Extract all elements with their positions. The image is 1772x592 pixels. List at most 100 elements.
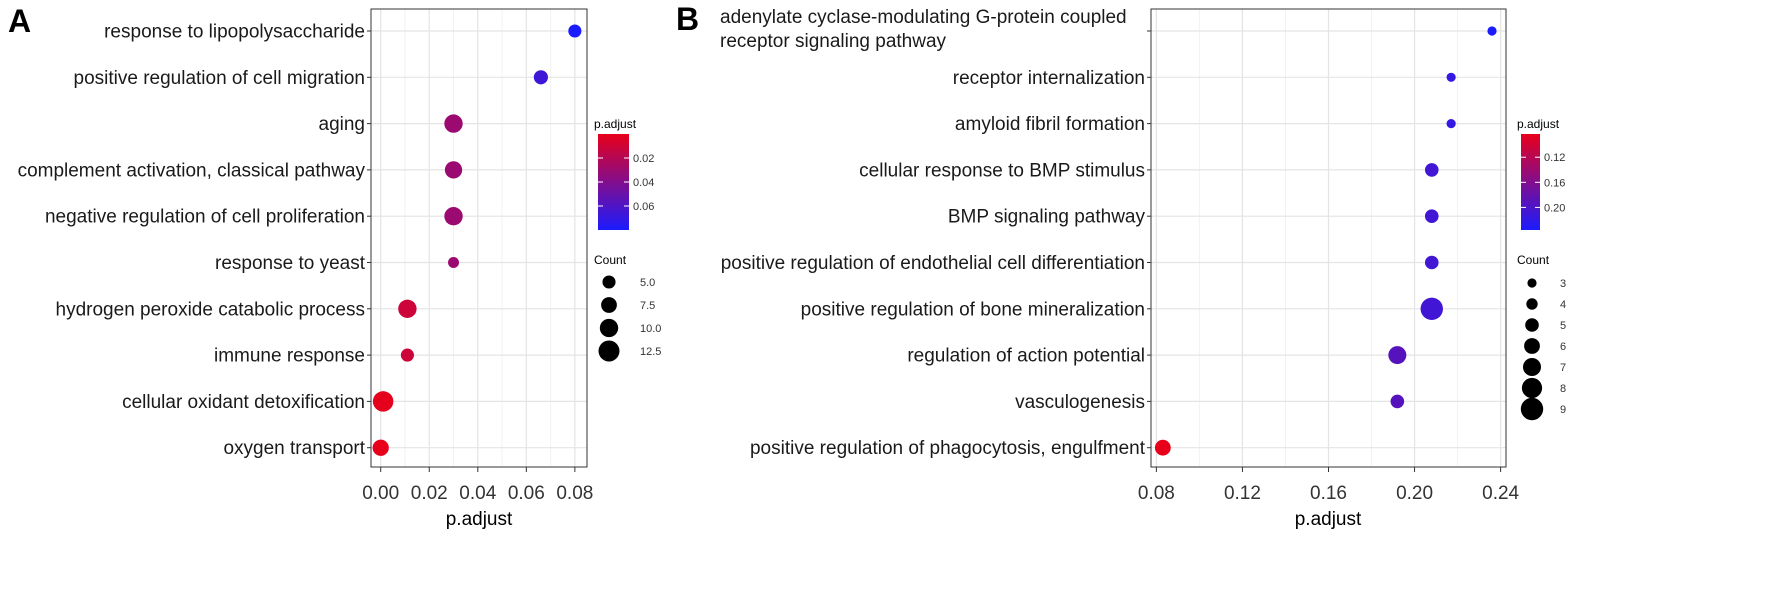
panel-b-category-labels: adenylate cyclase-modulating G-protein c…	[720, 7, 1151, 459]
category-label: receptor internalization	[953, 68, 1145, 89]
x-tick-label: 0.00	[362, 483, 399, 504]
panel-b: B adenylate cyclase-modulating G-protein…	[676, 1, 1566, 530]
panel-a-points	[372, 24, 582, 456]
data-point	[444, 161, 463, 179]
panel-b-color-legend-title: p.adjust	[1517, 117, 1560, 131]
data-point	[400, 348, 414, 362]
category-label: BMP signaling pathway	[948, 207, 1146, 228]
color-legend-label: 0.04	[633, 177, 654, 189]
size-legend-label: 6	[1560, 341, 1566, 353]
data-point	[444, 114, 463, 133]
category-label: aging	[319, 114, 366, 135]
data-point	[398, 299, 417, 318]
size-legend-key	[599, 318, 619, 338]
x-tick-label: 0.06	[508, 483, 545, 504]
color-legend-label: 0.06	[633, 201, 654, 213]
x-tick-label: 0.04	[459, 483, 496, 504]
panel-a-grid	[371, 9, 587, 467]
category-label: oxygen transport	[223, 438, 365, 459]
data-point	[1424, 209, 1439, 223]
size-legend-key	[602, 275, 616, 289]
data-point	[568, 24, 582, 38]
size-legend-key	[598, 340, 620, 362]
panel-a-size-legend-title: Count	[594, 253, 627, 267]
color-legend-label: 0.16	[1544, 177, 1565, 189]
size-legend-label: 12.5	[640, 346, 661, 358]
panel-a-color-bar	[598, 134, 629, 230]
size-legend-key	[1521, 377, 1543, 399]
panel-a-color-legend-title: p.adjust	[594, 117, 637, 131]
panel-b-label: B	[676, 1, 699, 37]
data-point	[372, 439, 389, 456]
panel-a-x-axis-title: p.adjust	[446, 509, 513, 530]
category-label: positive regulation of phagocytosis, eng…	[750, 438, 1146, 459]
size-legend-label: 10.0	[640, 323, 661, 335]
x-tick-label: 0.16	[1310, 483, 1347, 504]
size-legend-key	[1524, 338, 1540, 354]
size-legend-key	[1525, 318, 1539, 332]
size-legend-key	[601, 297, 617, 313]
size-legend-label: 7	[1560, 362, 1566, 374]
panel-a-plot-frame	[370, 8, 588, 468]
category-label: cellular oxidant detoxification	[122, 392, 365, 413]
panel-a-legend: p.adjust 0.02 0.04 0.06 Count 5.0 7.5 10.0 12…	[594, 117, 661, 362]
size-legend-label: 7.5	[640, 300, 655, 312]
size-legend-label: 9	[1560, 404, 1566, 416]
size-legend-label: 4	[1560, 299, 1566, 311]
data-point	[1424, 255, 1439, 270]
category-label: positive regulation of bone mineralizati…	[801, 299, 1145, 320]
data-point	[1487, 26, 1497, 36]
panel-b-color-bar	[1521, 134, 1540, 230]
panel-b-size-legend-title: Count	[1517, 253, 1550, 267]
panel-a-label: A	[8, 3, 31, 39]
category-label: response to lipopolysaccharide	[104, 22, 365, 43]
size-legend-key	[1523, 358, 1541, 376]
panel-a-color-ticks: 0.02 0.04 0.06	[598, 153, 654, 213]
size-legend-label: 8	[1560, 383, 1566, 395]
size-legend-key	[1527, 278, 1537, 288]
data-point	[1420, 297, 1443, 320]
color-legend-label: 0.12	[1544, 152, 1565, 164]
data-point	[444, 207, 463, 226]
x-tick-label: 0.12	[1224, 483, 1261, 504]
category-label: adenylate cyclase-modulating G-protein c…	[720, 7, 1127, 52]
data-point	[448, 257, 460, 268]
panel-b-x-ticks: 0.08 0.12 0.16 0.20 0.24	[1138, 467, 1520, 504]
panel-a: A response to lipopolysaccharidepositive…	[8, 3, 661, 530]
data-point	[1388, 346, 1407, 365]
panel-b-size-keys: 3 4 5 6 7 8 9	[1520, 278, 1566, 421]
panel-a-size-keys: 5.0 7.5 10.0 12.5	[598, 275, 661, 362]
category-label: hydrogen peroxide catabolic process	[56, 299, 365, 320]
color-legend-label: 0.20	[1544, 202, 1565, 214]
category-label: complement activation, classical pathway	[18, 160, 366, 181]
category-label: cellular response to BMP stimulus	[859, 160, 1145, 181]
color-legend-label: 0.02	[633, 153, 654, 165]
category-label: vasculogenesis	[1015, 392, 1145, 413]
category-label: regulation of action potential	[907, 346, 1145, 367]
data-point	[1390, 394, 1405, 409]
category-label: response to yeast	[215, 253, 366, 274]
x-tick-label: 0.24	[1482, 483, 1519, 504]
x-tick-label: 0.08	[1138, 483, 1175, 504]
category-label-line: receptor signaling pathway	[720, 31, 947, 52]
category-label: amyloid fibril formation	[955, 114, 1145, 135]
category-label: immune response	[214, 346, 365, 367]
x-tick-label: 0.02	[411, 483, 448, 504]
panel-b-color-ticks: 0.12 0.16 0.20	[1521, 152, 1565, 214]
data-point	[533, 70, 548, 85]
category-label: negative regulation of cell proliferatio…	[45, 207, 365, 228]
x-tick-label: 0.20	[1396, 483, 1433, 504]
category-label: positive regulation of endothelial cell …	[721, 253, 1145, 274]
data-point	[1424, 163, 1439, 177]
data-point	[1154, 439, 1171, 456]
panel-b-legend: p.adjust 0.12 0.16 0.20 Count 3 4 5 6 7 8 9	[1517, 117, 1566, 421]
size-legend-label: 3	[1560, 278, 1566, 290]
size-legend-label: 5	[1560, 320, 1566, 332]
panel-b-x-axis-title: p.adjust	[1295, 509, 1362, 530]
size-legend-key	[1526, 298, 1538, 310]
size-legend-label: 5.0	[640, 277, 655, 289]
panel-b-points	[1154, 26, 1497, 456]
